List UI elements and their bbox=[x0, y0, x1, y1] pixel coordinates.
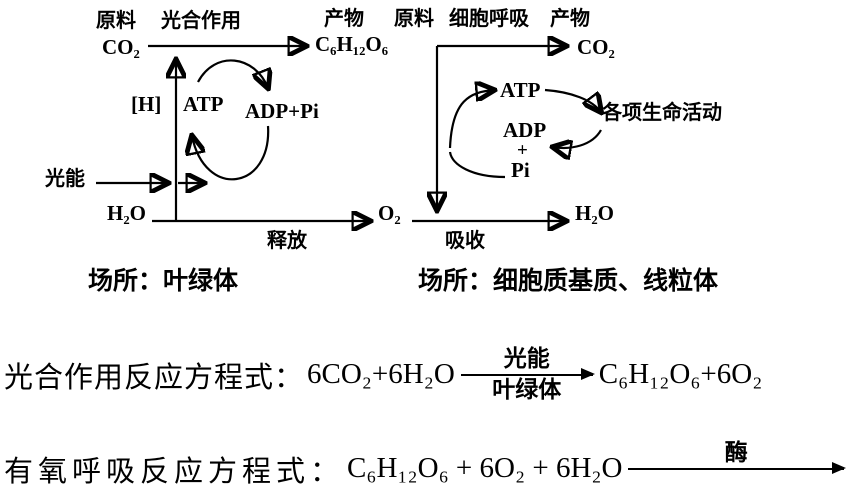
diagram-arrows bbox=[96, 0, 847, 330]
photo-location-label: 场所：叶绿体 bbox=[88, 268, 239, 295]
photo-raw-material-label: 原料 bbox=[96, 10, 136, 32]
photo-adp-pi-label: ADP+Pi bbox=[245, 99, 319, 123]
photo-equation-lhs: 6CO₂+6H₂O bbox=[307, 358, 455, 391]
resp-process-label: 细胞呼吸 bbox=[449, 8, 529, 30]
photo-condition-below: 叶绿体 bbox=[492, 376, 562, 402]
resp-pi-label: Pi bbox=[511, 158, 530, 182]
photo-h-carrier-label: [H] bbox=[131, 92, 162, 116]
light-energy-label: 光能 bbox=[45, 168, 85, 190]
atp-to-activities-arc bbox=[544, 88, 601, 112]
adp-to-atp-arc-right bbox=[448, 90, 494, 149]
resp-plus-sign: + bbox=[517, 140, 528, 161]
adp-to-atp-arc bbox=[192, 125, 270, 181]
resp-location-label: 场所：细胞质基质、线粒体 bbox=[418, 268, 719, 295]
life-activities-label: 各项生命活动 bbox=[602, 102, 722, 124]
resp-equation-lhs: C₆H₁₂O₆ + 6O₂ + 6H₂O bbox=[347, 452, 623, 485]
photo-atp-label: ATP bbox=[183, 92, 224, 116]
activities-to-adp-arc bbox=[553, 129, 602, 148]
photo-glucose-formula: C₆H₁₂O₆ bbox=[315, 32, 389, 56]
aerobic-respiration-equation: 有氧呼吸反应方程式： C₆H₁₂O₆ + 6O₂ + 6H₂O 酶 bbox=[4, 439, 847, 499]
resp-adp-label: ADP bbox=[503, 118, 547, 142]
cycle-closing-arc bbox=[448, 151, 506, 179]
photo-product-label: 产物 bbox=[324, 8, 364, 30]
photo-equation-rhs: C₆H₁₂O₆+6O₂ bbox=[598, 358, 763, 391]
photosynthesis-equation: 光合作用反应方程式： 6CO₂+6H₂O 光能 叶绿体 C₆H₁₂O₆+6O₂ bbox=[4, 345, 765, 405]
photo-process-label: 光合作用 bbox=[161, 10, 241, 32]
reaction-arrow-line bbox=[628, 461, 846, 474]
photo-condition-above: 光能 bbox=[503, 346, 550, 371]
resp-raw-material-label: 原料 bbox=[394, 8, 434, 30]
oxygen-formula: O₂ bbox=[378, 201, 401, 225]
resp-water-formula: H₂O bbox=[575, 201, 614, 225]
atp-to-adp-arc bbox=[197, 59, 268, 88]
absorb-label: 吸收 bbox=[445, 230, 485, 252]
resp-co2-formula: CO₂ bbox=[577, 35, 615, 59]
photo-equation-label: 光合作用反应方程式： bbox=[4, 361, 305, 394]
arrow-head-icon bbox=[832, 461, 846, 474]
release-label: 释放 bbox=[267, 230, 307, 252]
resp-reaction-arrow: 酶 bbox=[628, 439, 846, 499]
reaction-arrow-line bbox=[460, 367, 595, 380]
resp-product-label: 产物 bbox=[550, 8, 590, 30]
resp-equation-label: 有氧呼吸反应方程式： bbox=[4, 455, 345, 488]
resp-atp-label: ATP bbox=[500, 78, 541, 102]
resp-condition-above: 酶 bbox=[724, 440, 748, 465]
photo-reaction-arrow: 光能 叶绿体 bbox=[460, 345, 595, 405]
arrow-head-icon bbox=[580, 367, 595, 380]
photo-water-formula: H₂O bbox=[107, 201, 146, 225]
photo-co2-formula: CO₂ bbox=[102, 35, 140, 59]
